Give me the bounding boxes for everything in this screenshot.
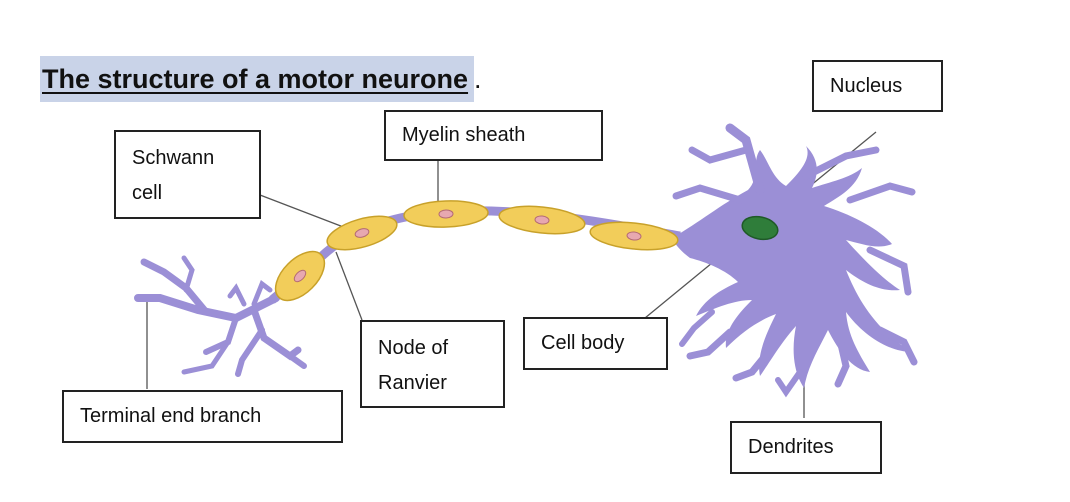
myelin-segments (274, 200, 679, 302)
terminal-branches (134, 255, 307, 377)
dendrite-branch (846, 182, 916, 204)
dendrite-branch (686, 328, 734, 360)
myelin-segment (498, 205, 586, 235)
schwann-nucleus (626, 231, 642, 241)
dendrite-branch (732, 346, 774, 382)
label-terminal-end-branch: Terminal end branch (62, 390, 343, 443)
soma (672, 146, 912, 388)
terminal-branch (287, 353, 307, 369)
myelin-segment (589, 221, 679, 251)
cell-body-shape (672, 123, 918, 398)
terminal-branch (250, 306, 302, 361)
terminal-branch (235, 327, 265, 377)
dendrite-branches (672, 123, 918, 398)
terminal-branch (203, 315, 239, 355)
dendrite-branch (834, 336, 850, 388)
page-title: The structure of a motor neurone (40, 56, 475, 102)
nucleus-shape (741, 215, 779, 241)
label-cell-body: Cell body (523, 317, 668, 370)
terminal-branch (181, 339, 231, 375)
label-myelin-sheath: Myelin sheath (384, 110, 603, 161)
dendrite-branch (876, 326, 918, 366)
leader-schwann (259, 194, 347, 229)
label-nucleus: Nucleus (812, 60, 943, 112)
terminal-branch (140, 258, 210, 316)
terminal-branch (134, 294, 280, 323)
label-dendrites: Dendrites (730, 421, 882, 474)
leader-node (335, 251, 363, 321)
dendrite-branch (672, 184, 744, 204)
terminal-branch (181, 255, 195, 293)
terminal-branch (227, 283, 247, 307)
terminal-branch (251, 280, 273, 307)
schwann-nucleus (438, 209, 454, 219)
dendrite-branch (725, 123, 765, 195)
leader-cell-body (644, 262, 713, 319)
dendrite-branch (679, 309, 715, 347)
dendrite-branch (688, 146, 750, 164)
schwann-nucleus (293, 269, 307, 283)
schwann-nucleus (354, 228, 370, 238)
label-schwann-cell: Schwann cell (114, 130, 261, 219)
myelin-segment (326, 215, 398, 251)
myelin-segment (403, 200, 489, 228)
title-punctuation: . (474, 64, 482, 94)
dendrite-branch (775, 369, 803, 398)
title-wrap: The structure of a motor neurone. (40, 56, 482, 102)
dendrite-branch (802, 146, 880, 180)
schwann-nucleus (534, 215, 550, 225)
dendrite-branch (866, 246, 912, 296)
label-node-of-ranvier: Node of Ranvier (360, 320, 505, 408)
myelin-segment (274, 250, 326, 302)
